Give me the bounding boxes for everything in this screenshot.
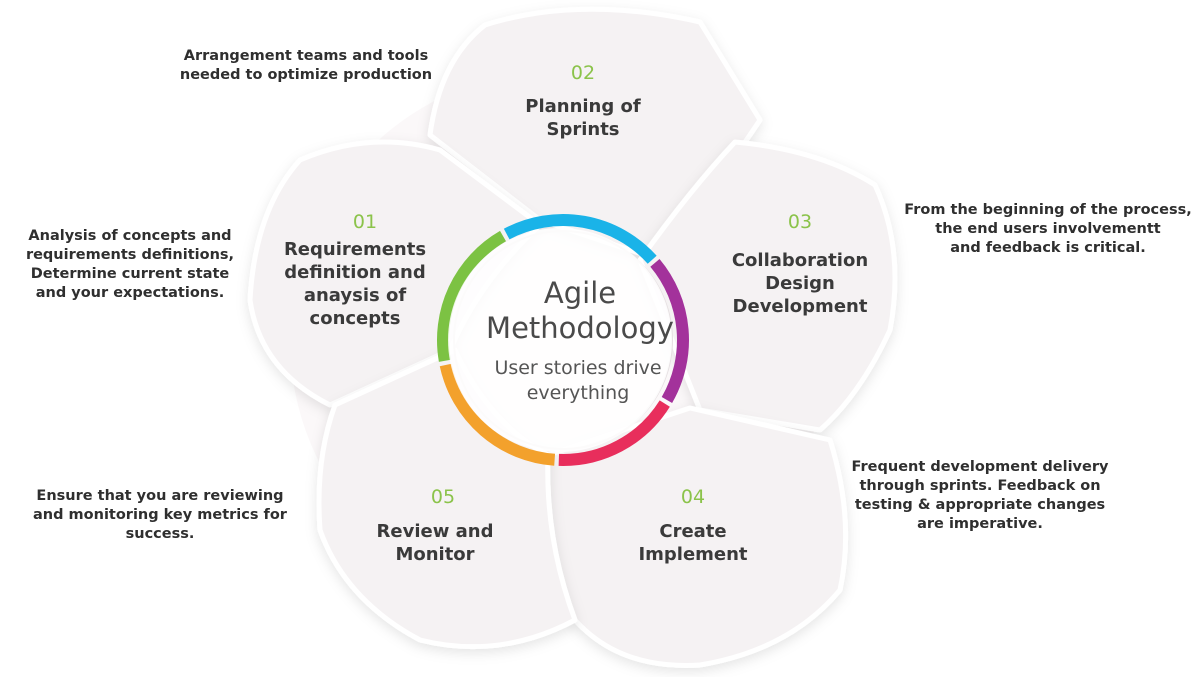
step-05-description-line3: success. (126, 526, 195, 542)
center-title-line1: Agile (544, 276, 616, 310)
ring-segment-orange (439, 363, 556, 466)
step-05-title-line2: Monitor (395, 544, 474, 565)
center-circle (448, 228, 672, 452)
step-02-description-line2: needed to optimize production (180, 67, 432, 83)
ring-segment-purple (650, 259, 689, 403)
center-subtitle-line1: User stories drive (494, 357, 661, 379)
step-01-description-line1: Analysis of concepts and (28, 228, 231, 244)
step-04-description-line4: are imperative. (917, 516, 1043, 532)
center-title-line2: Methodology (486, 311, 674, 345)
step-04-description-line2: through sprints. Feedback on (859, 478, 1100, 494)
step-03-title-line2: Design (765, 273, 835, 294)
step-05-number: 05 (431, 486, 455, 508)
step-01-description-line2: requirements definitions, (26, 247, 234, 263)
center-subtitle-line2: everything (527, 382, 630, 404)
step-01-title-line3: anaysis of (304, 285, 407, 306)
step-04-number: 04 (681, 486, 705, 508)
step-03-number: 03 (788, 211, 812, 233)
step-05-description-line1: Ensure that you are reviewing (36, 488, 283, 504)
step-03-description-line1: From the beginning of the process, (904, 202, 1191, 218)
step-03-title-line1: Collaboration (732, 250, 868, 271)
step-03-description-line2: the end users involvementt (935, 221, 1160, 237)
step-01-number: 01 (353, 211, 377, 233)
step-01-description-line3: Determine current state (31, 266, 230, 282)
step-02-title-line2: Sprints (546, 119, 619, 140)
step-01-title-line1: Requirements (284, 239, 426, 260)
step-04-description-line3: testing & appropriate changes (855, 497, 1105, 513)
ring-segment-red (558, 400, 670, 466)
step-04-title-line2: Implement (638, 544, 747, 565)
step-04-description-line1: Frequent development delivery (852, 459, 1109, 475)
step-02-title-line1: Planning of (525, 96, 641, 117)
step-01-description-line4: and your expectations. (36, 285, 225, 301)
step-01-title-line2: definition and (284, 262, 426, 283)
step-02-number: 02 (571, 62, 595, 84)
step-03-title-line3: Development (733, 296, 868, 317)
petal-03 (637, 139, 898, 433)
step-01-title-line4: concepts (310, 308, 401, 329)
step-05-description-line2: and monitoring key metrics for (33, 507, 288, 523)
step-03-description-line3: and feedback is critical. (950, 240, 1145, 256)
step-04-title-line1: Create (659, 521, 726, 542)
step-05-title-line1: Review and (377, 521, 494, 542)
ring-segment-green (437, 230, 507, 362)
step-02-description-line1: Arrangement teams and tools (184, 48, 428, 64)
ring-segment-blue (503, 214, 657, 264)
